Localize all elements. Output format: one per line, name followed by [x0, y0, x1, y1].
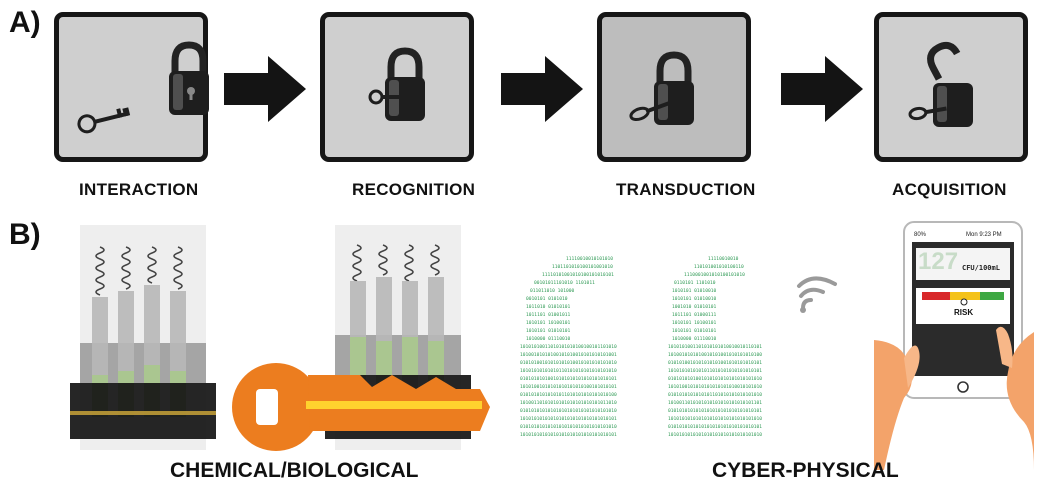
- interaction-label: INTERACTION: [79, 180, 199, 199]
- acquisition-stage-box: [874, 12, 1028, 162]
- transduction-label: TRANSDUCTION: [616, 180, 756, 199]
- panel-a-label: A): [9, 6, 41, 39]
- key-icon: [908, 106, 947, 121]
- binary-line: 1010101 01010010: [672, 296, 716, 302]
- binary-line: 1010101010101011010101010101010101: [668, 368, 762, 374]
- binary-line: 1101101010100101001010: [552, 264, 613, 270]
- binary-line: 1010011010101010101010101010101101: [668, 400, 762, 406]
- binary-line: 1010101 01010101: [526, 328, 570, 334]
- key-icon: [629, 100, 672, 122]
- binary-line: 1011101 01000111: [672, 312, 716, 318]
- tablet-device: 80% Mon 9:23 PM 127 CFU/100mL RISK: [874, 221, 1034, 470]
- status-battery: 80%: [914, 232, 927, 238]
- binary-line: 11110101001010100101010101: [542, 272, 614, 278]
- binary-line: 1010101010101010101010101010101010: [668, 416, 762, 422]
- recognition-label: RECOGNITION: [352, 180, 476, 199]
- binary-line: 1010101 01010101: [672, 328, 716, 334]
- home-button: [957, 381, 969, 393]
- chemical-biological-caption: CHEMICAL/BIOLOGICAL: [170, 459, 419, 482]
- binary-line: 0101010101010101010101010101010101: [668, 424, 762, 430]
- padlock-icon: [169, 41, 209, 115]
- binary-line: 10101001010101010101010100101010101: [520, 384, 617, 390]
- lock-key-tumbler-illustration: [70, 225, 490, 451]
- binary-line: 1010100101010101010101010010101010: [668, 384, 762, 390]
- binary-line: 11110010010: [708, 256, 739, 262]
- risk-label: RISK: [954, 308, 974, 317]
- tablet-frame: [874, 221, 1034, 470]
- binary-line: 1010101001101010101010010010110101: [668, 344, 762, 350]
- binary-line: 1011010 01010101: [526, 304, 570, 310]
- binary-line: 1010000 01110010: [672, 336, 716, 342]
- recognition-stage-box: [320, 12, 474, 162]
- padlock-open-icon: [927, 41, 973, 127]
- lock-cylinder-left: [70, 225, 216, 450]
- key-icon: [368, 89, 409, 105]
- binary-line: 10100101010100101010010101010101001: [520, 352, 617, 358]
- binary-line: 10101010101010101010101010101010101: [520, 416, 617, 422]
- key-icon: [77, 107, 131, 134]
- binary-line: 1010000 01110010: [526, 336, 570, 342]
- padlock-icon: [385, 47, 425, 121]
- binary-line: 01010101010101011010101010101010100: [520, 392, 617, 398]
- binary-line: 10101010101010110101010101010101010: [520, 368, 617, 374]
- reading-unit: CFU/100mL: [962, 264, 1000, 272]
- key-icon: [232, 363, 490, 451]
- binary-line: 0101010101010101010101010101010101: [668, 408, 762, 414]
- binary-line: 0110101 1101010: [674, 280, 716, 286]
- recognition-illustration: [368, 47, 425, 121]
- status-time: Mon 9:23 PM: [966, 232, 1002, 238]
- binary-line: 1010101 10100101: [672, 320, 716, 326]
- binary-line: 0101010010101010101001010101010101: [668, 360, 762, 366]
- binary-line: 1010101 10100101: [526, 320, 570, 326]
- binary-key-shape-2: 11110010010 110101001010100110 111000100…: [668, 256, 762, 438]
- arrow-right-icon: [224, 56, 306, 122]
- hand-icon: [1006, 332, 1034, 470]
- arrow-right-icon: [781, 56, 863, 122]
- interaction-stage-box: [54, 12, 209, 162]
- binary-key-shape-1: 11110010010101010 1101101010100101001010…: [520, 256, 617, 438]
- acquisition-illustration: [908, 41, 973, 127]
- cyber-physical-caption: CYBER-PHYSICAL: [712, 459, 899, 482]
- binary-line: 1011101 01001011: [526, 312, 570, 318]
- transduction-stage-box: [597, 12, 751, 162]
- wifi-signal-icon: [797, 276, 837, 313]
- binary-line: 0101010101001010101010101010101010: [668, 376, 762, 382]
- binary-line: 01010101010010101010101010101010101: [520, 376, 617, 382]
- binary-line: 10101010101010101010101010101010101: [520, 432, 617, 438]
- binary-line: 00101011101010 1101011: [534, 280, 595, 286]
- binary-line: 0101010101010101101010101010101010: [668, 392, 762, 398]
- interaction-illustration: [77, 41, 209, 134]
- padlock-icon: [654, 51, 694, 125]
- binary-line: 01010101010101010101010101010101010: [520, 408, 617, 414]
- transduction-illustration: [629, 51, 694, 125]
- binary-line: 1010101 01010010: [672, 288, 716, 294]
- binary-line: 10101010011010101010100100101101010: [520, 344, 617, 350]
- acquisition-label: ACQUISITION: [892, 180, 1007, 199]
- binary-line: 1001010 01010101: [672, 304, 716, 310]
- binary-line: 01010101010101010101010101010101010: [520, 424, 617, 430]
- binary-line: 1010101010101010101010101010101010: [668, 432, 762, 438]
- binary-line: 0010101 0101010: [526, 296, 568, 302]
- binary-line: 01010100101010101010010101010101010: [520, 360, 617, 366]
- binary-line: 1110001001010100101010: [684, 272, 745, 278]
- binary-line: 1010010101010010101001010101010100: [668, 352, 762, 358]
- reading-value: 127: [918, 248, 959, 275]
- panel-b-label: B): [9, 218, 41, 251]
- hand-icon: [874, 340, 912, 470]
- binary-line: 10100110101010101010101010101011010: [520, 400, 617, 406]
- arrow-right-icon: [501, 56, 583, 122]
- binary-line: 11110010010101010: [566, 256, 613, 262]
- binary-line: 110101001010100110: [694, 264, 744, 270]
- binary-line: 011011010 101000: [530, 288, 574, 294]
